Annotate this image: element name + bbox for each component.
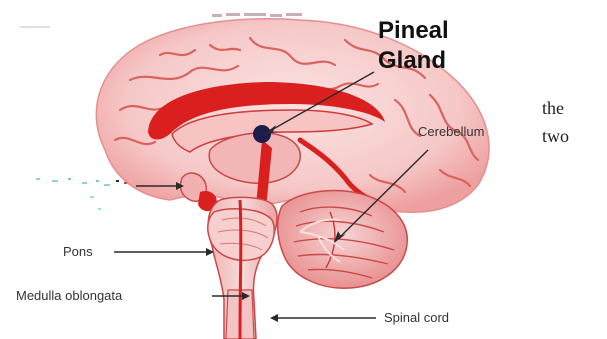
spinal-cord-label: Spinal cord <box>384 310 449 326</box>
cerebellum-label: Cerebellum <box>418 124 484 140</box>
pineal-label-line2: Gland <box>378 46 446 75</box>
side-text-line1: the <box>542 98 564 119</box>
spinal-canal <box>240 200 241 339</box>
pons-label: Pons <box>63 244 93 260</box>
side-text-line2: two <box>542 126 569 147</box>
pineal-label-line1: Pineal <box>378 16 449 45</box>
medulla-label: Medulla oblongata <box>16 288 122 304</box>
scan-artifacts <box>36 178 127 210</box>
